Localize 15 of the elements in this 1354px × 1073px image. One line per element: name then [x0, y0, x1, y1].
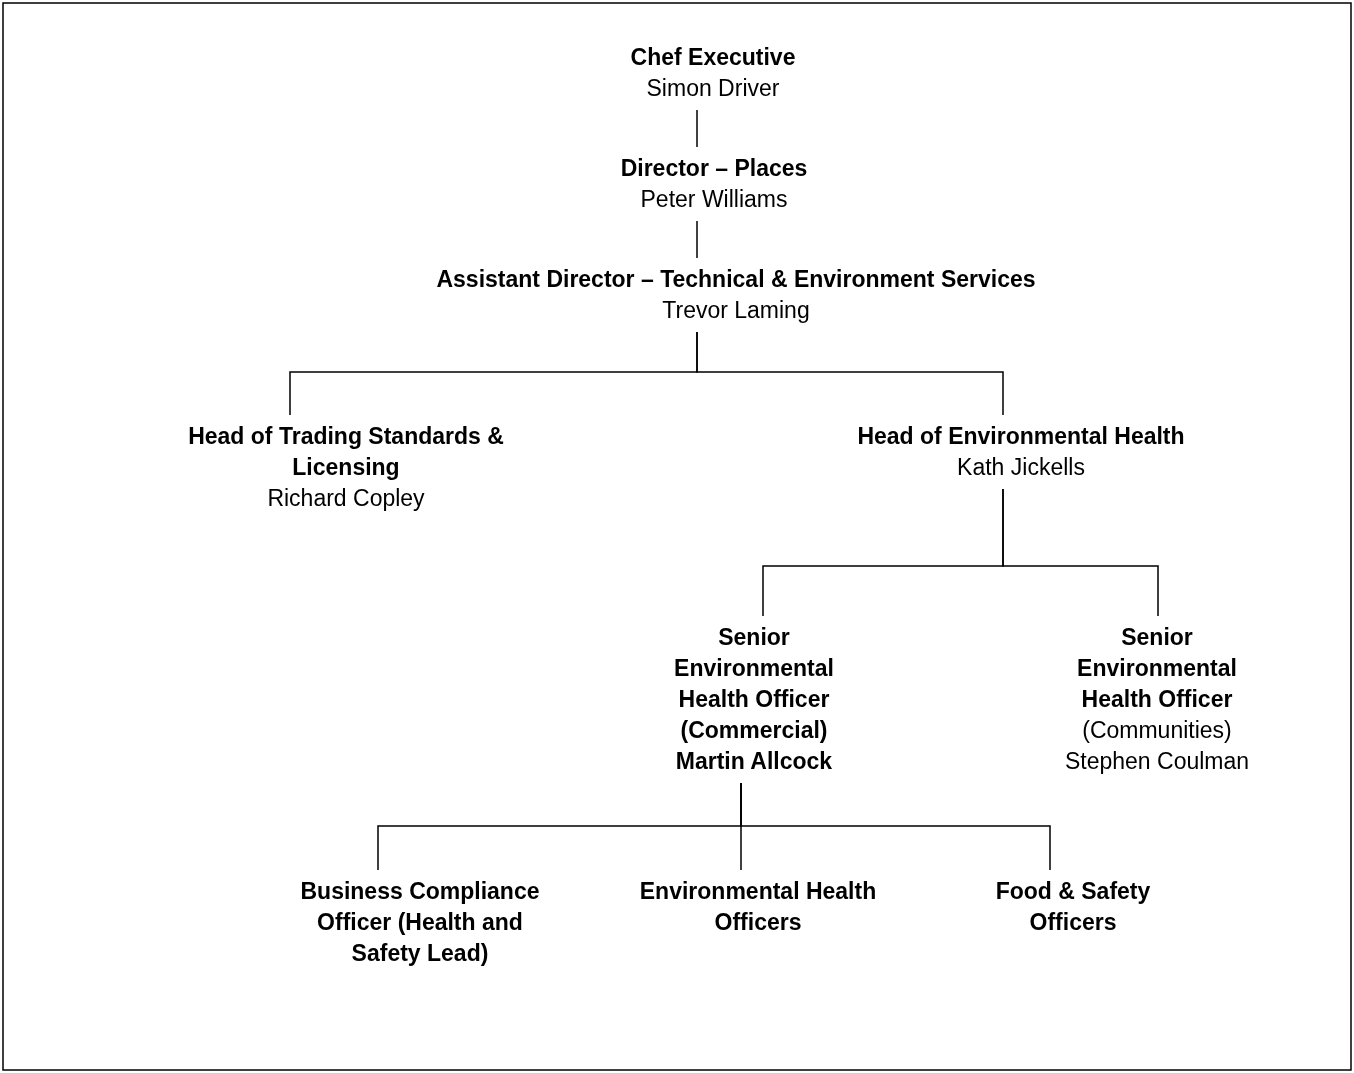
- connector-line: [696, 220, 698, 259]
- position-label: Business Compliance Officer (Health and Safety Lead): [285, 876, 555, 969]
- position-label: Director – Places Peter Williams: [554, 153, 874, 215]
- position-label: Assistant Director – Technical & Environment Services Trevor Laming: [376, 264, 1096, 326]
- position-label: Food & Safety Officers: [963, 876, 1183, 938]
- position-label: Environmental Health Officers: [608, 876, 908, 938]
- connector-line: [696, 331, 1004, 416]
- position-label: Senior Environmental Health Officer (Commercial) Martin Allcock: [654, 622, 854, 777]
- connector-line: [1002, 488, 1159, 617]
- position-label: Chef Executive Simon Driver: [563, 42, 863, 104]
- position-label: Head of Trading Standards & Licensing Richard Copley: [146, 421, 546, 514]
- position-label: Head of Environmental Health Kath Jickells: [821, 421, 1221, 483]
- position-label: Senior Environmental Health Officer (Communities) Stephen Coulman: [1057, 622, 1257, 777]
- connector-line: [740, 782, 1051, 871]
- connector-line: [696, 109, 698, 148]
